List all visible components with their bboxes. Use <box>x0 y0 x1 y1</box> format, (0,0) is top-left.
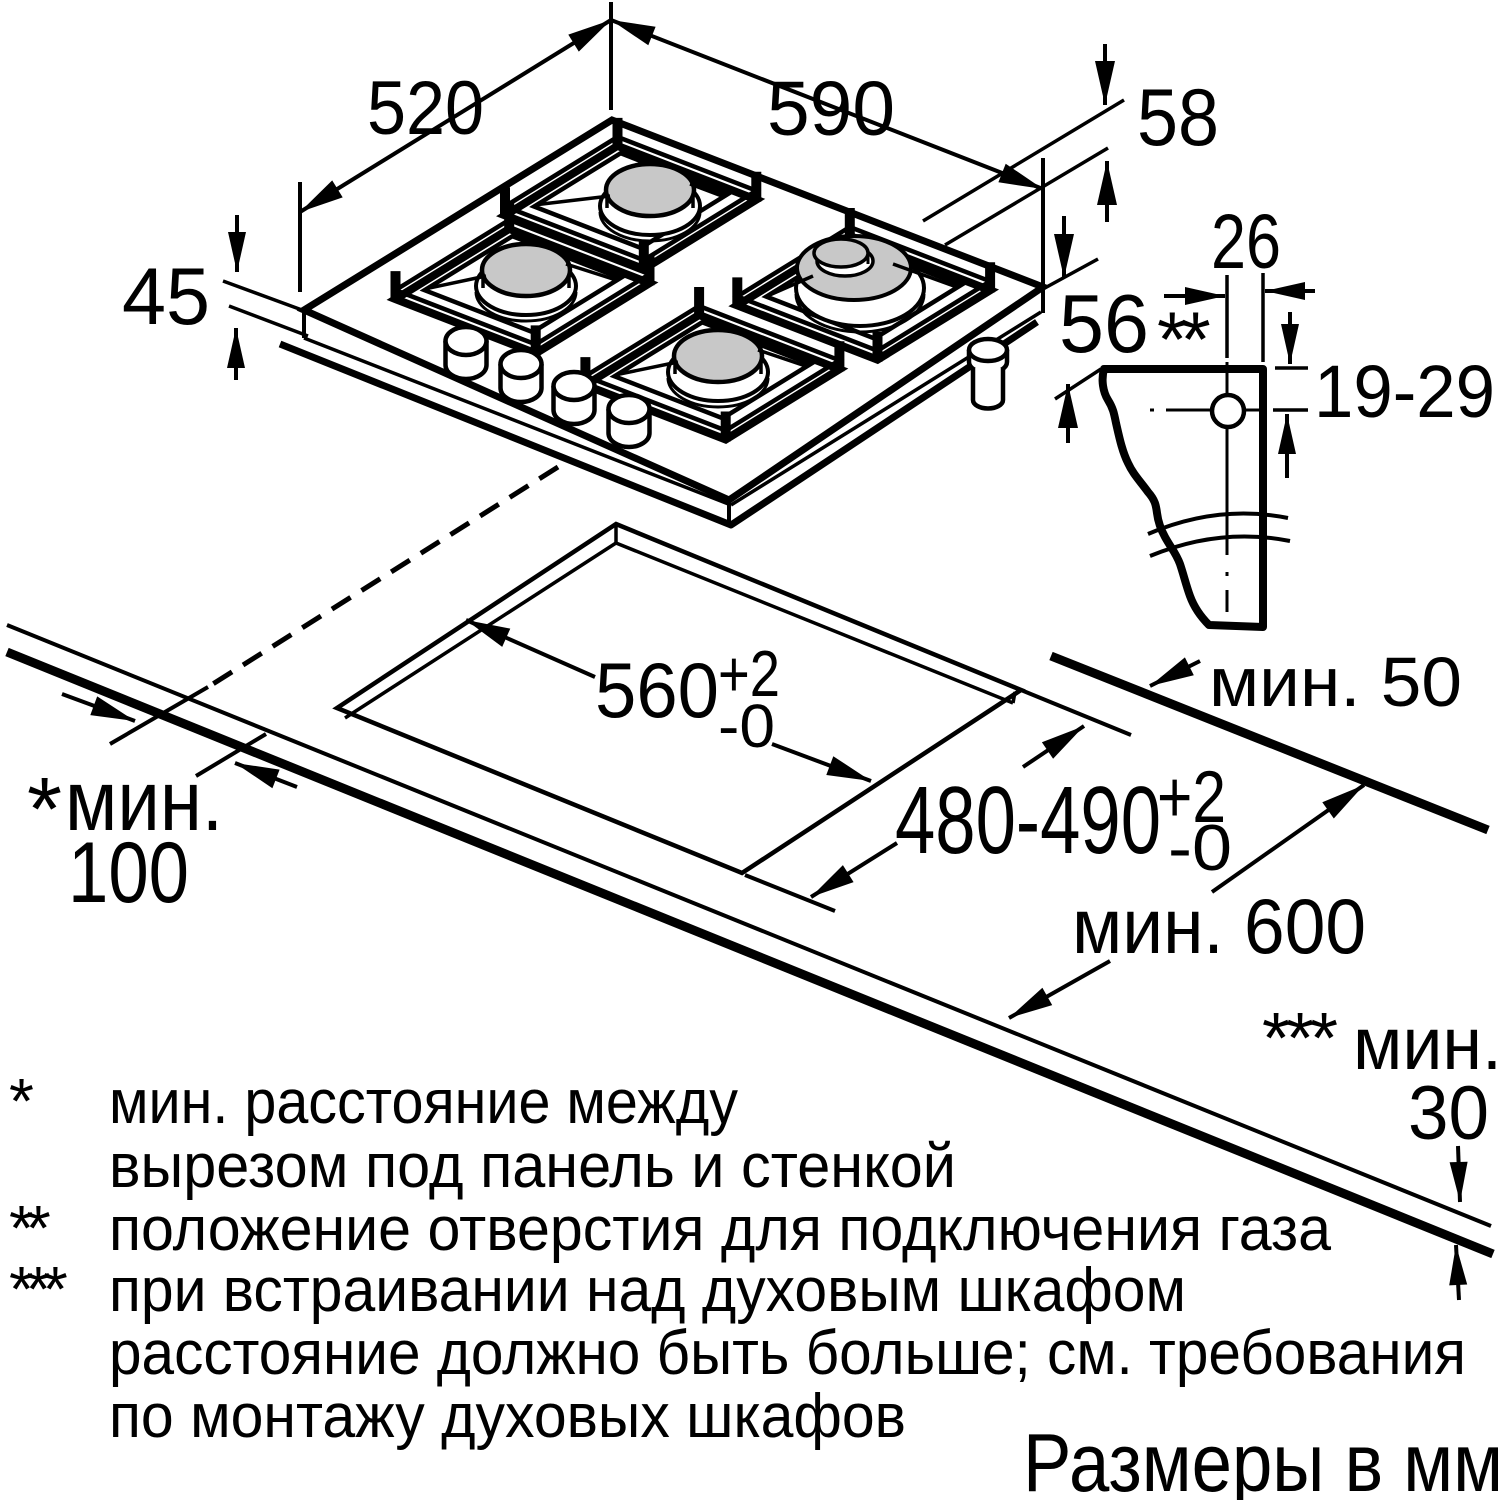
svg-text:мин. расстояние между: мин. расстояние между <box>109 1068 738 1137</box>
svg-text:***: *** <box>1262 999 1337 1079</box>
svg-text:100: 100 <box>68 825 189 921</box>
svg-text:*: * <box>9 1065 34 1137</box>
svg-text:+2: +2 <box>718 637 780 710</box>
svg-text:30: 30 <box>1408 1071 1489 1156</box>
svg-text:расстояние должно быть больше;: расстояние должно быть больше; см. требо… <box>109 1319 1466 1388</box>
svg-text:520: 520 <box>367 66 484 151</box>
svg-text:-0: -0 <box>718 692 775 760</box>
svg-text:58: 58 <box>1137 73 1219 163</box>
svg-text:-0: -0 <box>1168 811 1232 884</box>
svg-text:19-29: 19-29 <box>1314 350 1495 433</box>
svg-text:56: 56 <box>1059 277 1149 370</box>
svg-text:560: 560 <box>595 646 719 734</box>
svg-text:при встраивании над духовым шк: при встраивании над духовым шкафом <box>109 1256 1186 1325</box>
svg-text:мин.: мин. <box>1353 1002 1500 1085</box>
svg-text:590: 590 <box>767 66 895 152</box>
svg-text:мин. 50: мин. 50 <box>1209 643 1462 721</box>
svg-text:мин. 600: мин. 600 <box>1072 882 1366 970</box>
svg-text:по монтажу духовых шкафов: по монтажу духовых шкафов <box>109 1382 906 1451</box>
svg-text:***: *** <box>9 1253 67 1325</box>
svg-text:*: * <box>27 760 62 860</box>
svg-text:положение отверстия для подклю: положение отверстия для подключения газа <box>109 1195 1331 1264</box>
svg-text:480-490: 480-490 <box>895 767 1161 874</box>
svg-text:мин.: мин. <box>65 754 223 849</box>
svg-text:+2: +2 <box>1157 757 1226 838</box>
svg-text:45: 45 <box>122 252 210 342</box>
svg-text:вырезом под панель и стенкой: вырезом под панель и стенкой <box>109 1132 956 1201</box>
svg-text:26: 26 <box>1211 199 1281 285</box>
svg-text:Размеры в мм: Размеры в мм <box>1023 1416 1500 1500</box>
